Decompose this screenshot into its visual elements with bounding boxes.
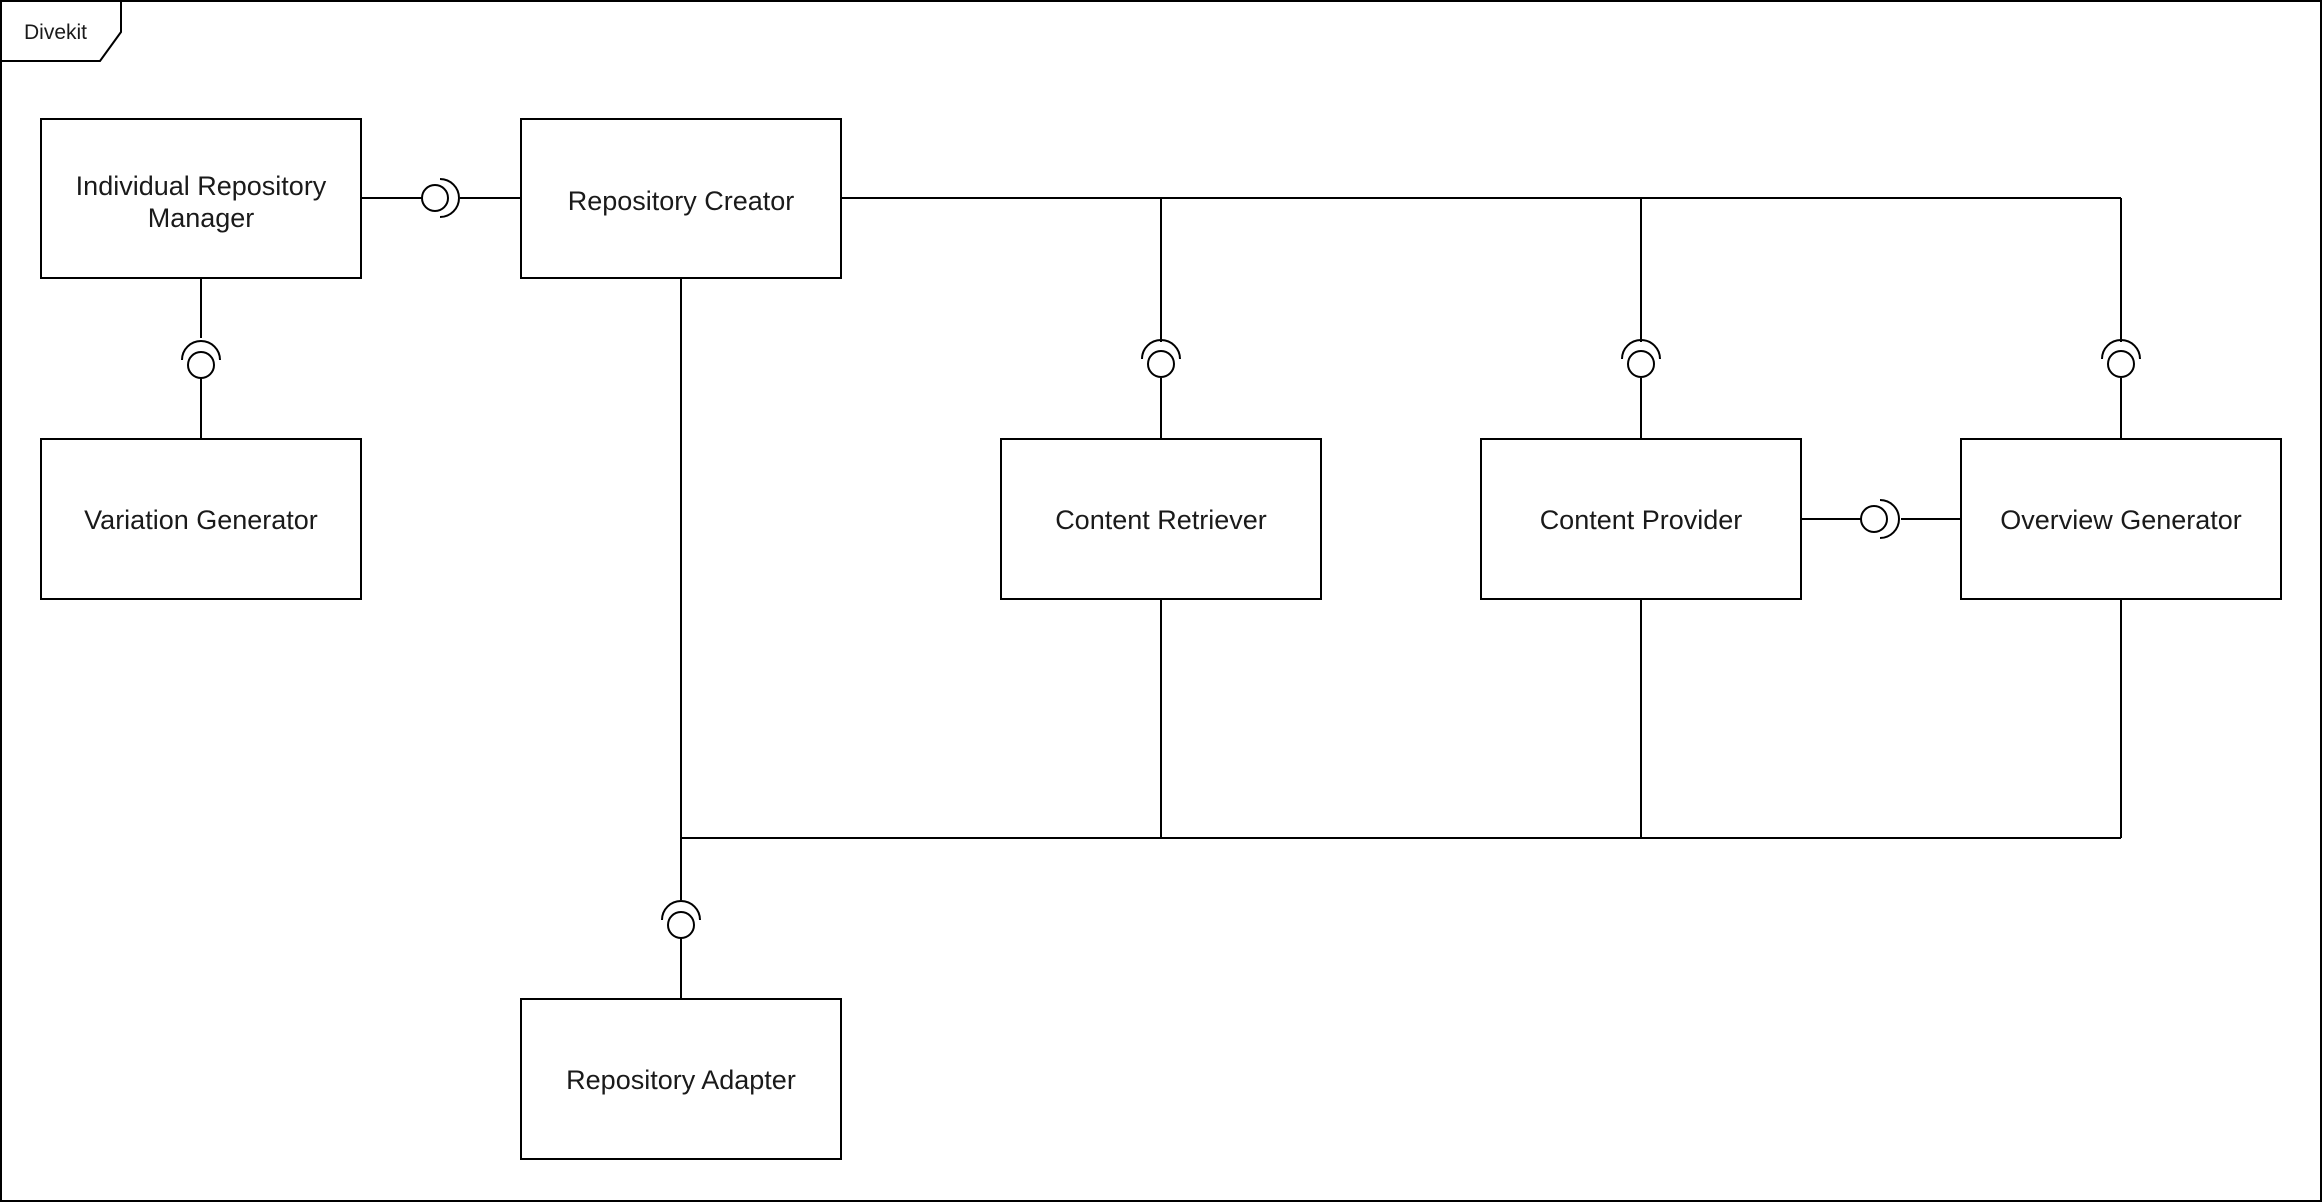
component-repository-adapter[interactable]: Repository Adapter	[520, 998, 842, 1160]
component-box[interactable]	[520, 118, 842, 279]
component-label: Content Retriever	[1055, 505, 1267, 535]
frame-label: Divekit	[24, 21, 87, 44]
component-label: Overview Generator	[2000, 505, 2242, 535]
connectors	[200, 197, 2122, 998]
component-overview-generator[interactable]: Overview Generator	[1960, 438, 2282, 600]
frame-name-tab	[0, 0, 122, 62]
component-box[interactable]	[1480, 438, 1802, 600]
required-interface-socket	[661, 900, 701, 921]
interface-irm-vg	[181, 340, 221, 379]
provided-interface-ball	[1860, 505, 1888, 533]
component-box[interactable]	[1000, 438, 1322, 600]
provided-interface-ball	[187, 351, 215, 379]
provided-interface-ball	[1147, 350, 1175, 378]
component-label: Repository Adapter	[566, 1065, 796, 1095]
provided-interface-ball	[421, 184, 449, 212]
component-individual-repository-manager[interactable]: Individual Repository Manager	[40, 118, 362, 279]
required-interface-socket	[1141, 339, 1181, 360]
provided-interface-ball	[1627, 350, 1655, 378]
required-interface-socket	[1621, 339, 1661, 360]
component-label: Individual Repository	[76, 171, 327, 201]
component-label: Manager	[148, 203, 255, 233]
component-label: Content Provider	[1540, 505, 1743, 535]
required-interface-socket	[439, 178, 460, 218]
component-label: Variation Generator	[84, 505, 318, 535]
interface-bus-ra	[661, 900, 701, 939]
required-interface-socket	[2101, 339, 2141, 360]
provided-interface-ball	[667, 911, 695, 939]
component-box[interactable]	[40, 438, 362, 600]
interface-rc-og	[2101, 339, 2141, 378]
interface-rc-cr	[1141, 339, 1181, 378]
component-box[interactable]	[40, 118, 362, 279]
component-content-provider[interactable]: Content Provider	[1480, 438, 1802, 600]
component-content-retriever[interactable]: Content Retriever	[1000, 438, 1322, 600]
interface-rc-cp	[1621, 339, 1661, 378]
required-interface-socket	[1879, 499, 1900, 539]
component-label: Repository Creator	[568, 186, 795, 216]
interface-cp-og	[1860, 499, 1900, 539]
component-variation-generator[interactable]: Variation Generator	[40, 438, 362, 600]
required-interface-socket	[181, 340, 221, 361]
component-box[interactable]	[1960, 438, 2282, 600]
interface-irm-rc	[421, 178, 460, 218]
component-repository-creator[interactable]: Repository Creator	[520, 118, 842, 279]
provided-interface-ball	[2107, 350, 2135, 378]
component-box[interactable]	[520, 998, 842, 1160]
interfaces	[181, 178, 2141, 939]
